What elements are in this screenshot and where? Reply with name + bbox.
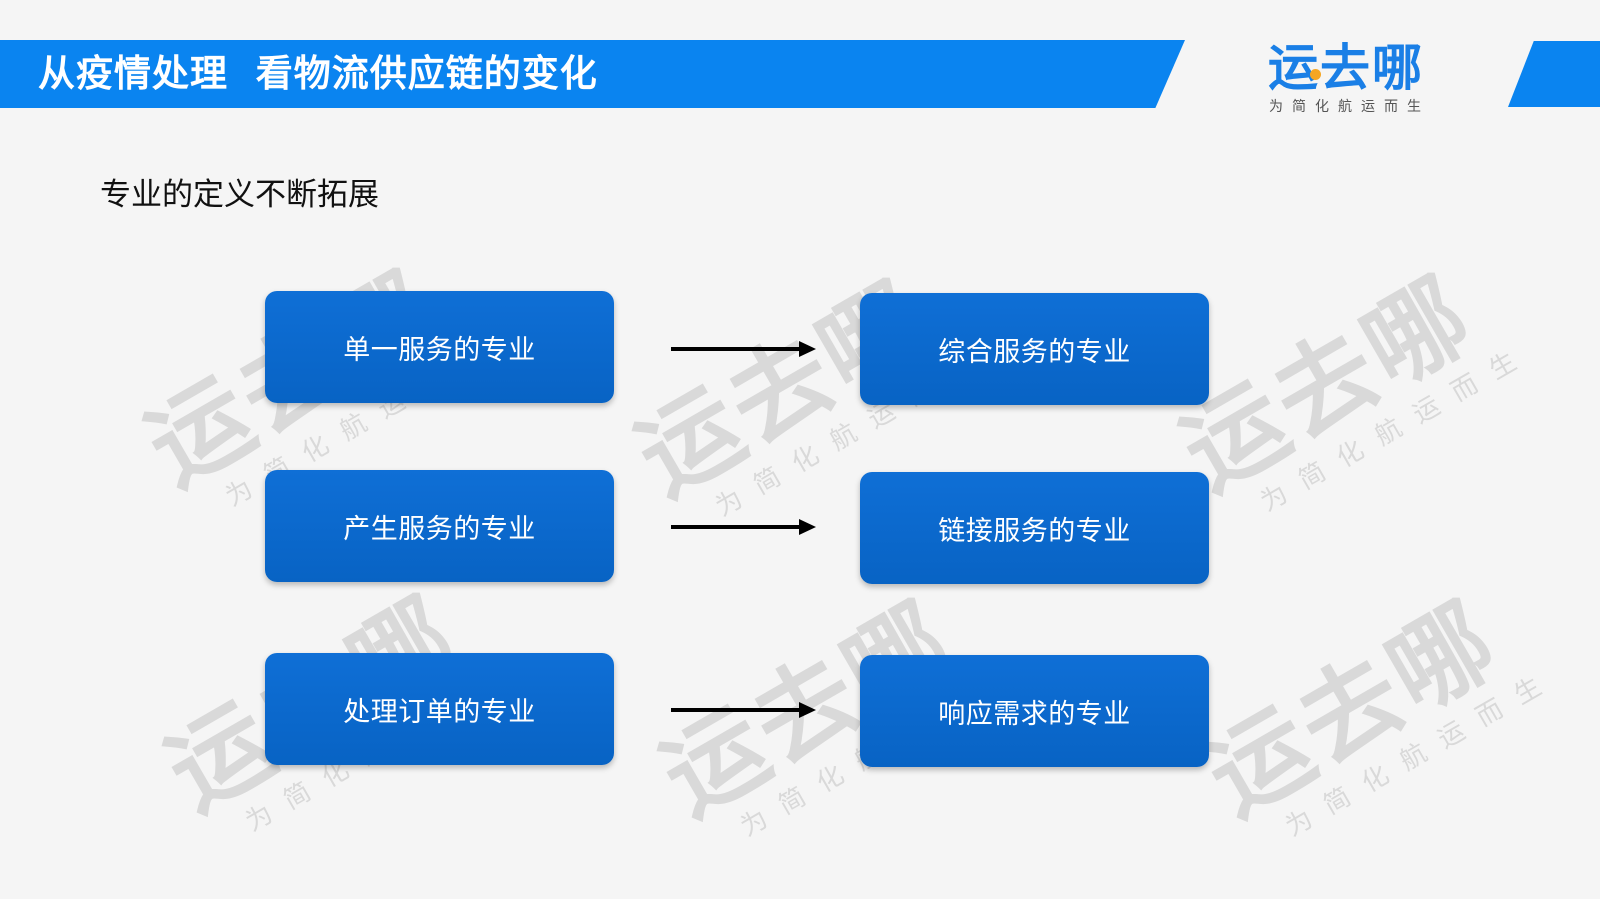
watermark: 运去哪 为简化航运而生 [1163, 241, 1538, 540]
title-banner [0, 40, 1185, 108]
logo-tagline: 为简化航运而生 [1269, 99, 1430, 115]
box-order-handling: 处理订单的专业 [265, 653, 614, 765]
watermark: 运去哪 为简化航运而生 [1188, 566, 1563, 865]
watermark-tagline: 为简化航运而生 [1255, 337, 1538, 518]
box-single-service: 单一服务的专业 [265, 291, 614, 403]
box-production-service: 产生服务的专业 [265, 470, 614, 582]
arrow-right-icon [671, 702, 816, 718]
corner-decoration [1508, 41, 1600, 107]
watermark-logo-text: 运去哪 [1188, 580, 1517, 838]
section-subtitle: 专业的定义不断拓展 [100, 177, 379, 213]
logo-dot [1310, 69, 1321, 80]
box-integrated-service: 综合服务的专业 [860, 293, 1209, 405]
logo: 运去哪 为简化航运而生 [1268, 36, 1458, 118]
page-title: 从疫情处理 看物流供应链的变化 [38, 52, 598, 95]
logo-name: 运去哪 [1268, 39, 1424, 97]
box-linking-service: 链接服务的专业 [860, 472, 1209, 584]
arrow-right-icon [671, 519, 816, 535]
watermark-logo-text: 运去哪 [1163, 255, 1492, 513]
box-demand-response: 响应需求的专业 [860, 655, 1209, 767]
watermark-tagline: 为简化航运而生 [1280, 662, 1563, 843]
arrow-right-icon [671, 341, 816, 357]
